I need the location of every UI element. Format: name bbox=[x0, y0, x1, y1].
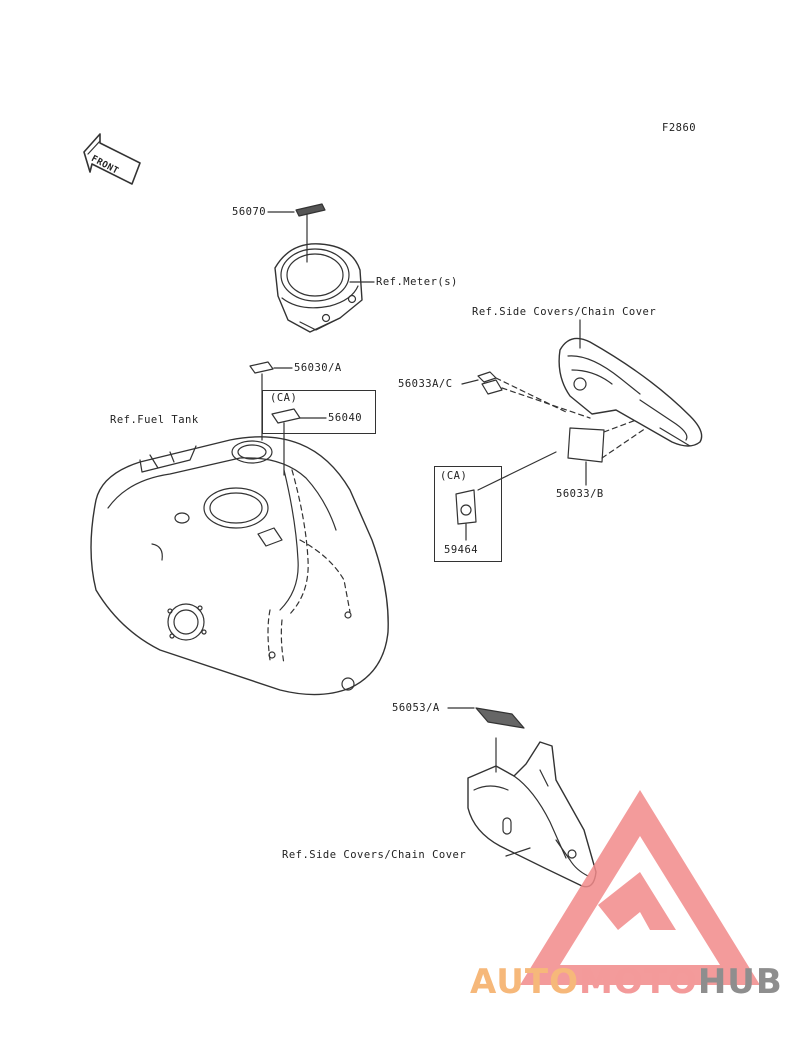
fuel-tank bbox=[90, 436, 389, 696]
label-ref-side-covers-top: Ref.Side Covers/Chain Cover bbox=[472, 306, 657, 318]
label-ca-1: (CA) bbox=[270, 392, 298, 404]
sticker-56033b bbox=[567, 427, 605, 463]
label-ref-side-covers-bottom: Ref.Side Covers/Chain Cover bbox=[282, 849, 467, 861]
label-56033b: 56033/B bbox=[556, 488, 604, 500]
label-56030a: 56030/A bbox=[294, 362, 342, 374]
watermark-part-auto: AUTO bbox=[470, 962, 579, 1002]
label-ca-2: (CA) bbox=[440, 470, 468, 482]
label-59464: 59464 bbox=[444, 544, 479, 556]
sticker-56030a bbox=[249, 361, 274, 374]
label-56053a: 56053/A bbox=[392, 702, 440, 714]
front-arrow-icon bbox=[83, 133, 141, 185]
sticker-56070 bbox=[295, 203, 326, 217]
label-ref-meter: Ref.Meter(s) bbox=[376, 276, 458, 288]
meter-housing bbox=[274, 243, 363, 333]
sticker-56053a bbox=[475, 707, 525, 729]
label-56033ac: 56033A/C bbox=[398, 378, 453, 390]
sticker-59464 bbox=[455, 489, 477, 525]
watermark-part-moto: MOTO bbox=[578, 962, 698, 1002]
label-56070: 56070 bbox=[232, 206, 267, 218]
side-cover-bottom bbox=[467, 741, 597, 888]
label-56040: 56040 bbox=[328, 412, 363, 424]
watermark-part-hub: HUB bbox=[697, 962, 783, 1002]
ca-box-2 bbox=[434, 466, 502, 562]
side-cover-top bbox=[558, 337, 703, 447]
watermark-logo: AUTOMOTOHUB bbox=[470, 962, 783, 1002]
watermark-triangle-icon bbox=[520, 790, 760, 985]
label-ref-fuel-tank: Ref.Fuel Tank bbox=[110, 414, 199, 426]
ca-box-1 bbox=[262, 390, 376, 434]
figure-code: F2860 bbox=[662, 122, 697, 134]
